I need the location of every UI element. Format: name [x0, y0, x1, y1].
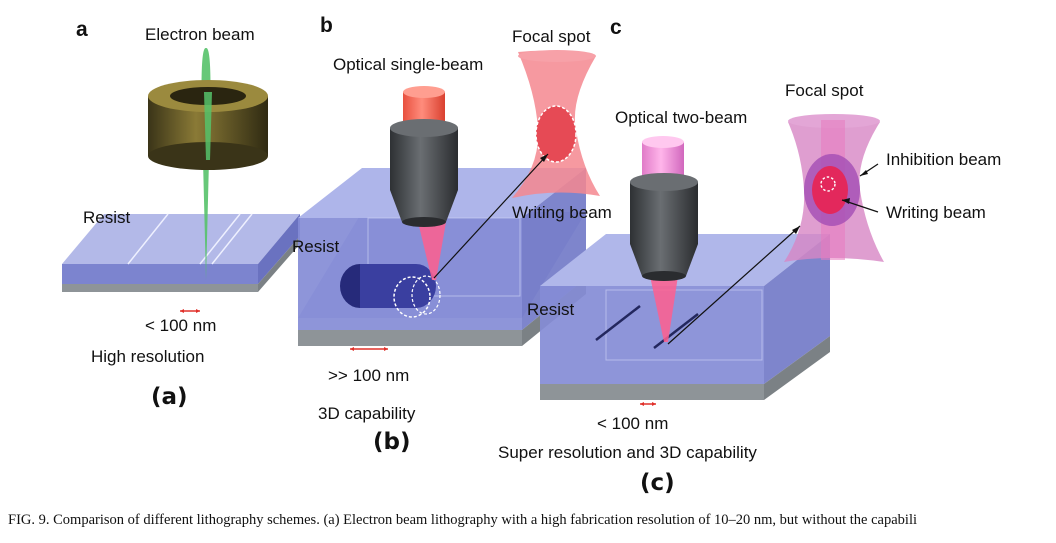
writing-beam-core-c [812, 166, 848, 214]
resist-slab-top [62, 214, 300, 264]
panel-c-letter: c [610, 16, 622, 39]
panel-c-caption-tag: (c) [640, 470, 675, 496]
panel-b-caption-tag: (b) [373, 429, 411, 455]
written-line-1 [595, 305, 641, 341]
optical-two-beam-label: Optical two-beam [615, 108, 748, 127]
resist-label-c: Resist [527, 300, 575, 319]
scale-label-c: < 100 nm [597, 414, 669, 433]
panel-c-graphic [540, 114, 884, 406]
figure-caption: FIG. 9. Comparison of different lithogra… [8, 512, 917, 528]
feature-label-c: Super resolution and 3D capability [498, 443, 757, 462]
voxel-outline [393, 276, 431, 318]
feature-label-a: High resolution [91, 347, 205, 366]
panel-a-graphic [62, 47, 300, 313]
substrate-layer [62, 284, 258, 292]
objective-lens-b [390, 190, 458, 222]
focal-spot-label-c: Focal spot [785, 81, 864, 100]
focal-spot-label-b: Focal spot [512, 27, 591, 46]
electron-beam-label: Electron beam [145, 25, 255, 44]
written-line-2 [653, 313, 699, 349]
scale-label-a: < 100 nm [145, 316, 217, 335]
panel-b-letter: b [320, 14, 333, 37]
objective-lens-c [630, 244, 698, 276]
feature-label-b: 3D capability [318, 404, 416, 423]
resist-label-a: Resist [83, 208, 131, 227]
panel-a-caption-tag: (a) [151, 384, 188, 410]
focal-spot-core-b [536, 106, 576, 162]
substrate-c [540, 384, 764, 400]
inhibition-beam-label: Inhibition beam [886, 150, 1002, 169]
scale-label-b: >> 100 nm [328, 366, 410, 385]
writing-beam-cone [418, 222, 446, 280]
resist-slab-front [62, 264, 258, 284]
writing-beam-label-c: Writing beam [886, 203, 986, 222]
writing-beam-label-b: Writing beam [512, 203, 612, 222]
optical-single-beam-label: Optical single-beam [333, 55, 484, 74]
substrate-b [298, 330, 522, 346]
panel-a-letter: a [76, 18, 88, 41]
resist-label-b: Resist [292, 237, 340, 256]
writing-beam-cone-c [650, 276, 678, 342]
